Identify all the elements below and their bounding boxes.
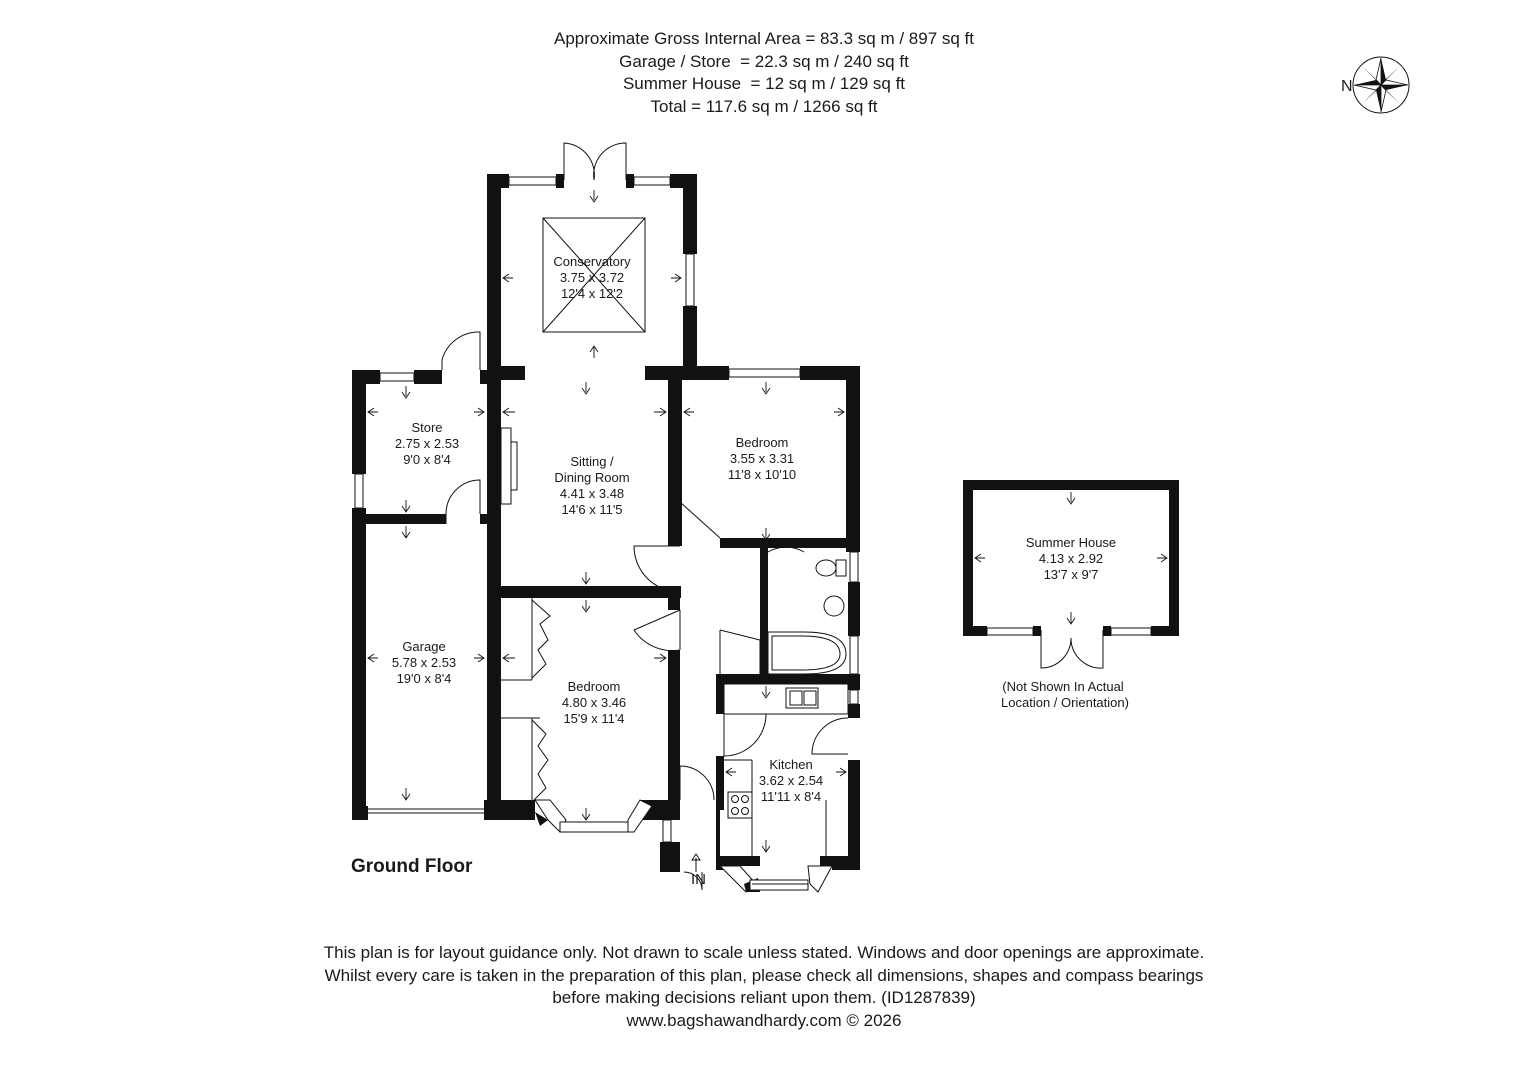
conservatory-metric: 3.75 x 3.72 [560,270,624,285]
summer-name: Summer House [1026,535,1116,550]
bedroom1-name: Bedroom [736,435,789,450]
conservatory-name: Conservatory [553,254,631,269]
sitting-name-line2: Dining Room [554,470,629,485]
bedroom1-metric: 3.55 x 3.31 [730,451,794,466]
main-house-walls [487,366,860,872]
store-imperial: 9'0 x 8'4 [403,452,451,467]
kitchen-name: Kitchen [769,757,812,772]
bathroom-fittings [719,546,847,675]
garage-name: Garage [402,639,445,654]
summer-house-area-line: Summer House = 12 sq m / 129 sq ft [622,74,906,93]
garage-store-area-line: Garage / Store = 22.3 sq m / 240 sq ft [619,51,909,71]
kitchen-imperial: 11'11 x 8'4 [761,789,821,804]
entrance-label: IN [691,871,706,888]
hall-door [633,545,681,593]
sitting-imperial: 14'6 x 11'5 [561,502,622,517]
area-summary: Approximate Gross Internal Area = 83.3 s… [0,28,1528,118]
room-label-garage: Garage 5.78 x 2.53 19'0 x 8'4 [392,639,456,686]
garage-metric: 5.78 x 2.53 [392,655,456,670]
conservatory-walls [487,142,697,380]
summer-metric: 4.13 x 2.92 [1039,551,1103,566]
website-copyright: www.bagshawandhardy.com © 2026 [626,1010,902,1030]
dimension-arrows [367,190,1168,853]
bedroom2-metric: 4.80 x 3.46 [562,695,626,710]
summer-imperial: 13'7 x 9'7 [1044,567,1099,582]
kitchen-bay-window [716,856,860,893]
room-label-sitting: Sitting / Dining Room 4.41 x 3.48 14'6 x… [554,454,629,517]
bedroom2-door [633,609,681,652]
bedroom2-fittings [501,598,653,833]
summer-note-line1: (Not Shown In Actual [1002,679,1124,694]
kitchen-metric: 3.62 x 2.54 [759,773,823,788]
room-label-bedroom1: Bedroom 3.55 x 3.31 11'8 x 10'10 [728,435,796,482]
gross-internal-area-line: Approximate Gross Internal Area = 83.3 s… [553,29,975,48]
entrance-door [679,765,715,891]
room-label-bedroom2: Bedroom 4.80 x 3.46 15'9 x 11'4 [562,679,626,726]
total-area-line: Total = 117.6 sq m / 1266 sq ft [650,96,878,116]
room-label-conservatory: Conservatory 3.75 x 3.72 12'4 x 12'2 [553,254,631,301]
room-label-summer-house: Summer House 4.13 x 2.92 13'7 x 9'7 [1026,535,1116,582]
sitting-name: Sitting / [570,454,614,469]
disclaimer: This plan is for layout guidance only. N… [0,942,1528,1032]
room-label-store: Store 2.75 x 2.53 9'0 x 8'4 [395,420,459,467]
disclaimer-line1: This plan is for layout guidance only. N… [323,943,1205,962]
conservatory-imperial: 12'4 x 12'2 [561,286,623,301]
summer-note-line2: Location / Orientation) [1001,695,1129,710]
compass-north-label: N [1341,78,1353,95]
bedroom1-imperial: 11'8 x 10'10 [728,467,796,482]
disclaimer-line3: before making decisions reliant upon the… [552,988,976,1007]
garage-imperial: 19'0 x 8'4 [397,671,452,686]
store-garage-walls [352,331,501,820]
sitting-metric: 4.41 x 3.48 [560,486,624,501]
room-label-kitchen: Kitchen 3.62 x 2.54 11'11 x 8'4 [759,757,823,804]
bedroom2-name: Bedroom [568,679,621,694]
store-name: Store [411,420,442,435]
bedroom1-door [673,501,681,547]
fireplace [500,427,518,505]
store-metric: 2.75 x 2.53 [395,436,459,451]
kitchen-fittings [723,683,849,856]
compass-icon [1352,56,1410,114]
disclaimer-line2: Whilst every care is taken in the prepar… [324,965,1204,985]
bedroom2-imperial: 15'9 x 11'4 [563,711,624,726]
summer-house-walls [963,480,1179,669]
floor-label: Ground Floor [351,856,473,877]
